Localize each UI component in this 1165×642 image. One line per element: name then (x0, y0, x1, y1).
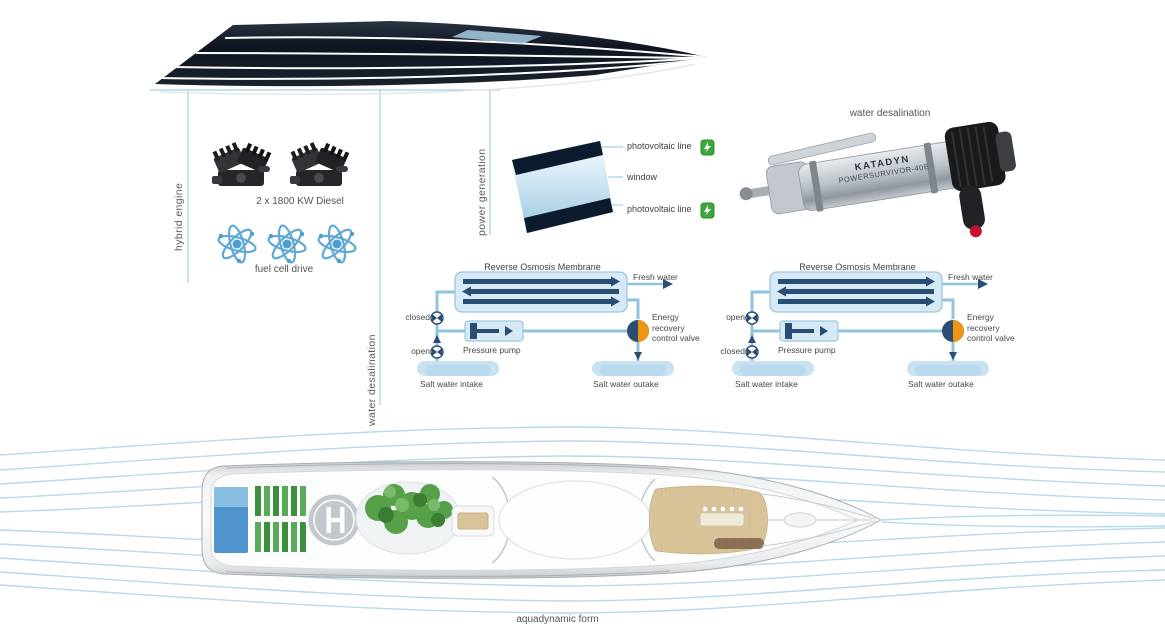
stern-pool (212, 485, 250, 555)
desalination-device-image (739, 121, 1016, 238)
yacht-side-profile (155, 21, 706, 96)
garden-deck (355, 481, 495, 555)
photovoltaic-top-label: photovoltaic line (627, 141, 692, 151)
power-generation-section-label: power generation (476, 148, 488, 236)
window-label: window (627, 172, 658, 182)
salt-water-outake-label-left: Salt water outake (593, 379, 659, 389)
windshield (452, 30, 542, 44)
diesel-engine-icon (210, 141, 272, 186)
diesel-caption: 2 x 1800 KW Diesel (256, 196, 344, 207)
diesel-engine-icon (288, 141, 350, 186)
fuel-cell-icon (215, 222, 259, 266)
salt-water-intake-label-right: Salt water intake (735, 379, 798, 389)
fuel-cell-caption: fuel cell drive (254, 264, 314, 275)
pressure-pump-label-right: Pressure pump (778, 345, 836, 355)
energy-recovery-label-left: Energy recovery control valve (652, 312, 700, 344)
bow-deck (761, 493, 877, 547)
photovoltaic-bottom-label: photovoltaic line (627, 204, 692, 214)
fresh-water-label-right: Fresh water (948, 272, 993, 282)
skylight (498, 480, 652, 560)
fuel-cell-icon (265, 222, 309, 266)
osmosis-title-right: Reverse Osmosis Membrane (799, 262, 916, 272)
helipad (305, 491, 363, 549)
valve-bottom-label-left: open (411, 346, 430, 356)
hybrid-engine-section-label: hybrid engine (173, 182, 185, 252)
water-desalination-section-label: water desalination (366, 334, 378, 427)
wood-deck (648, 485, 768, 555)
aquadynamic-caption: aquadynamic form (516, 614, 599, 625)
valve-top-label-right: open (726, 312, 745, 322)
salt-water-outake-label-right: Salt water outake (908, 379, 974, 389)
valve-top-label-left: closed (405, 312, 430, 322)
photovoltaic-icon (700, 202, 715, 219)
window-panel-diagram (511, 140, 623, 234)
pressure-pump-label-left: Pressure pump (463, 345, 521, 355)
energy-recovery-label-right: Energy recovery control valve (967, 312, 1015, 344)
yacht-top-view (201, 461, 883, 579)
photovoltaic-icon (700, 139, 715, 156)
sun-loungers (255, 486, 306, 552)
osmosis-diagram-left (415, 270, 676, 378)
osmosis-title-left: Reverse Osmosis Membrane (484, 262, 601, 272)
fuel-cell-icon (315, 222, 359, 266)
water-desalination-device-caption: water desalination (849, 108, 931, 119)
valve-bottom-label-right: closed (720, 346, 745, 356)
fresh-water-label-left: Fresh water (633, 272, 678, 282)
section-connector-lines (150, 89, 500, 405)
salt-water-intake-label-left: Salt water intake (420, 379, 483, 389)
osmosis-diagram-right (730, 270, 991, 378)
